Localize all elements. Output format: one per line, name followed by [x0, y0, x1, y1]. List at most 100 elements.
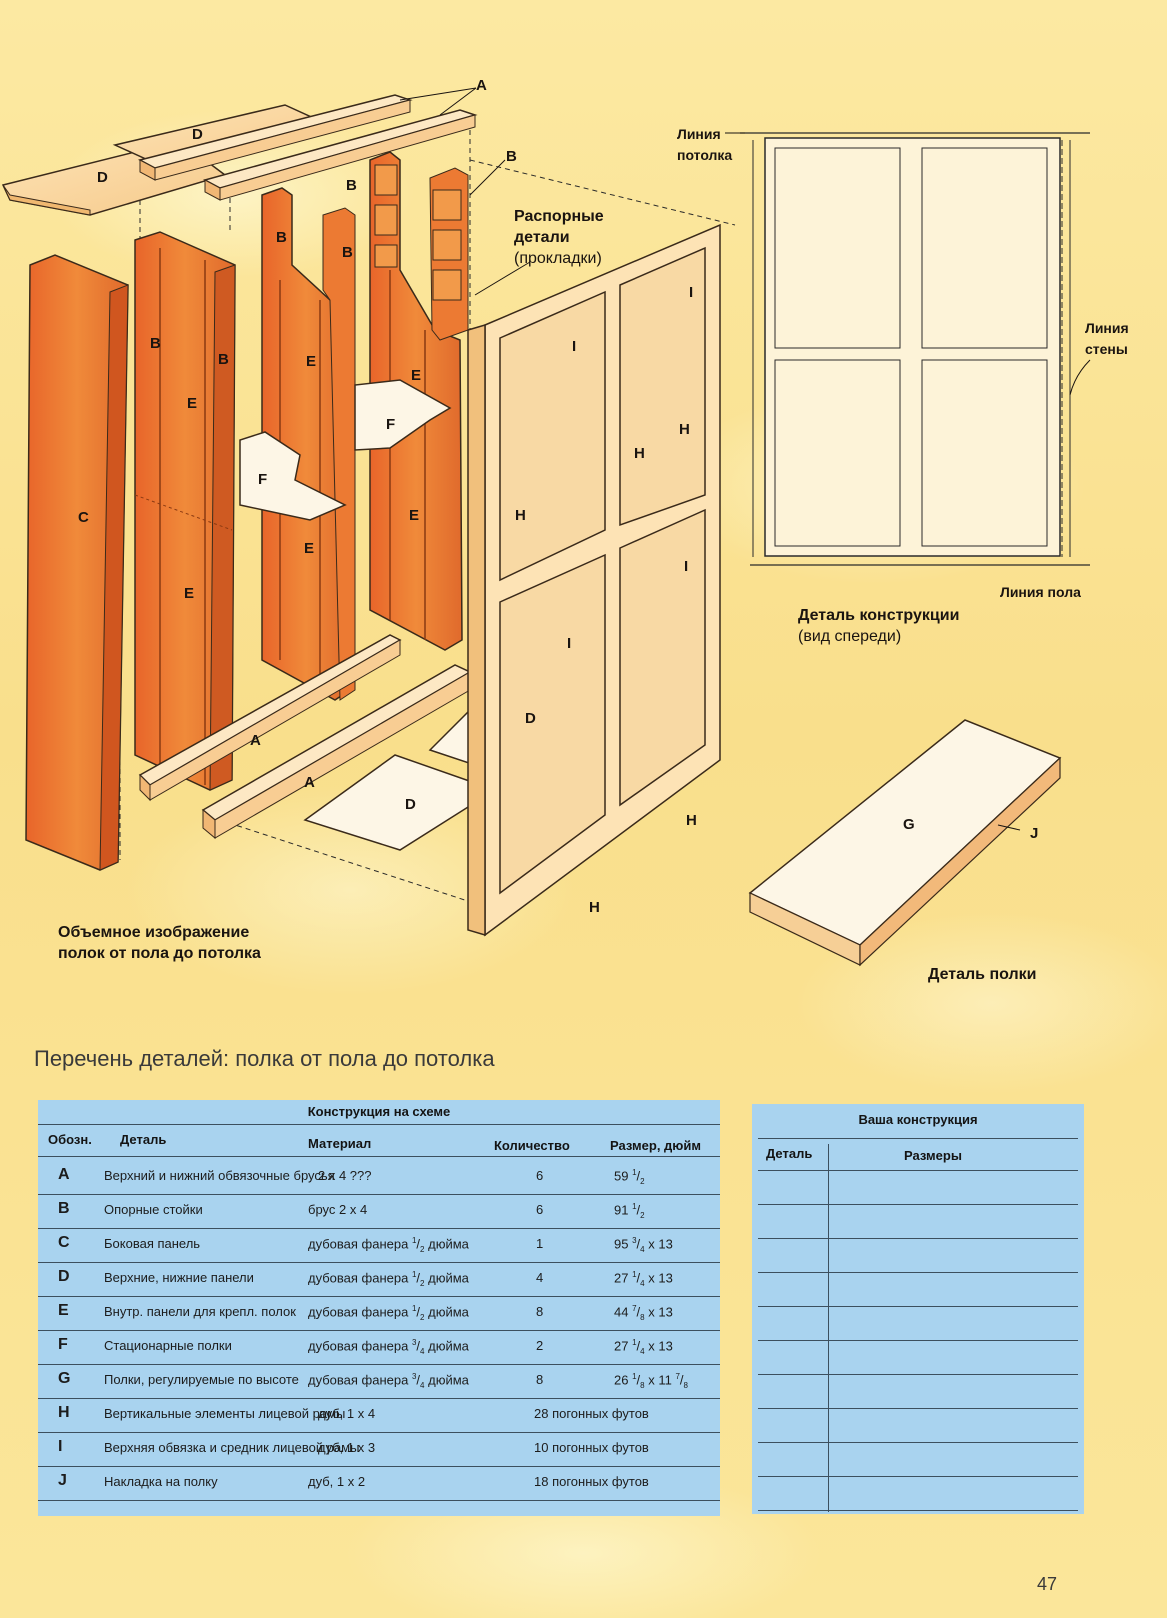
part-quantity: 6 — [536, 1202, 544, 1217]
label-e-6: E — [184, 585, 195, 602]
part-size: 27 1/4 x 13 — [614, 1270, 673, 1288]
part-name: Полки, регулируемые по высоте — [104, 1372, 299, 1387]
part-material: дубовая фанера 1/2 дюйма — [308, 1236, 469, 1254]
user-construction-table: Ваша конструкция Деталь Размеры — [752, 1104, 1084, 1514]
label-a-bottom-2: A — [304, 774, 315, 791]
user-row-line — [758, 1476, 1078, 1477]
label-b-stud-1: B — [506, 148, 517, 165]
label-b-stud-6: B — [218, 351, 229, 368]
label-i-3: I — [684, 558, 689, 575]
part-material: дуб, 1 x 4 — [318, 1406, 376, 1421]
top-plate-a-1 — [137, 94, 413, 181]
user-row-line — [758, 1374, 1078, 1375]
ceiling-line-1: Линия — [677, 126, 721, 142]
iso-caption-line-2: полок от пола до потолка — [58, 945, 261, 962]
user-row-line — [758, 1442, 1078, 1443]
header-size: Размер, дюйм — [610, 1138, 701, 1153]
part-size: 27 1/4 x 13 — [614, 1338, 673, 1356]
fixed-shelf-f-upper — [354, 379, 452, 451]
ceiling-line-2: потолка — [677, 147, 733, 163]
header-part: Деталь — [120, 1132, 167, 1147]
top-plate-a-2 — [202, 109, 478, 201]
user-row-line — [758, 1170, 1078, 1171]
part-name: Внутр. панели для крепл. полок — [104, 1304, 296, 1319]
label-f-upper: F — [386, 416, 396, 433]
part-name: Боковая панель — [104, 1236, 201, 1251]
user-col-divider — [828, 1144, 829, 1512]
header-qty: Количество — [494, 1138, 570, 1153]
part-size: 59 1/2 — [614, 1168, 645, 1186]
part-name: Верхняя обвязка и средник лицевой рамы — [104, 1440, 360, 1455]
label-i-2: I — [572, 338, 577, 355]
face-frame — [467, 223, 721, 937]
part-material: дубовая фанера 3/4 дюйма — [308, 1338, 469, 1356]
scheme-parts-table: Конструкция на схеме Обозн. Деталь Матер… — [38, 1100, 720, 1516]
part-material: дубовая фанера 1/2 дюйма — [308, 1270, 469, 1288]
part-material: дуб, 1 x 3 — [318, 1440, 376, 1455]
label-i-1: I — [689, 284, 694, 301]
part-name: Стационарные полки — [104, 1338, 232, 1353]
middle-panel-assembly — [261, 187, 356, 701]
part-name: Вертикальные элементы лицевой рамы — [104, 1406, 346, 1421]
left-panel-assembly — [134, 231, 236, 791]
part-code: A — [58, 1166, 70, 1183]
user-title-divider — [758, 1138, 1078, 1139]
part-name: Верхний и нижний обвязочные брусья — [104, 1168, 335, 1183]
label-e-1: E — [306, 353, 317, 370]
part-material: дуб, 1 x 2 — [308, 1474, 366, 1489]
part-size: 26 1/8 x 11 7/8 — [614, 1372, 688, 1390]
user-row-line — [758, 1272, 1078, 1273]
part-size: 44 7/8 x 13 — [614, 1304, 673, 1322]
front-detail-line-1: Деталь конструкции — [798, 607, 960, 624]
label-d-top-right: D — [192, 126, 203, 143]
part-size: 18 погонных футов — [534, 1474, 649, 1489]
part-quantity: 8 — [536, 1304, 544, 1319]
label-d-top-left: D — [97, 169, 108, 186]
construction-drawings — [1, 87, 1091, 967]
part-material: дубовая фанера 1/2 дюйма — [308, 1304, 469, 1322]
label-b-stud-2: B — [346, 177, 357, 194]
shelf-detail-drawing — [748, 719, 1062, 967]
label-e-3: E — [187, 395, 198, 412]
part-material: брус 2 x 4 — [308, 1202, 368, 1217]
part-code: J — [58, 1472, 67, 1489]
header-material: Материал — [308, 1136, 372, 1151]
part-code: E — [58, 1302, 69, 1319]
bottom-plate-a-1 — [138, 634, 402, 802]
part-name: Опорные стойки — [104, 1202, 203, 1217]
iso-caption: Объемное изображение полок от пола до по… — [58, 922, 261, 964]
label-f-lower: F — [258, 471, 268, 488]
leader-lines — [399, 87, 1091, 831]
spacers-caption: Распорные детали (прокладки) — [514, 206, 604, 269]
header-code: Обозн. — [48, 1132, 92, 1147]
table-row: E Внутр. панели для крепл. полок дубовая ф… — [38, 1296, 720, 1331]
part-code: C — [58, 1234, 70, 1251]
parts-list-title: Перечень деталей: полка от пола до потол… — [34, 1046, 495, 1071]
part-name: Накладка на полку — [104, 1474, 218, 1489]
wall-line-caption: Линия стены — [1085, 318, 1129, 360]
spacers-line-2: детали — [514, 229, 570, 246]
label-d-bottom-2: D — [405, 796, 416, 813]
part-quantity: 6 — [536, 1168, 544, 1183]
part-name: Верхние, нижние панели — [104, 1270, 254, 1285]
label-d-bottom-1: D — [525, 710, 536, 727]
spacers-line-3: (прокладки) — [514, 250, 602, 267]
label-e-2: E — [411, 367, 422, 384]
side-panel-c — [25, 254, 129, 871]
label-h-5: H — [589, 899, 600, 916]
part-code: B — [58, 1200, 70, 1217]
label-a-bottom-1: A — [250, 732, 261, 749]
user-header-part: Деталь — [766, 1146, 813, 1161]
part-size: 95 3/4 x 13 — [614, 1236, 673, 1254]
front-detail-caption: Деталь конструкции (вид спереди) — [798, 605, 959, 647]
shelf-detail-caption: Деталь полки — [928, 966, 1037, 983]
floor-line-caption: Линия пола — [1000, 584, 1081, 600]
header-divider — [38, 1156, 720, 1157]
label-b-stud-4: B — [342, 244, 353, 261]
part-code: F — [58, 1336, 68, 1353]
